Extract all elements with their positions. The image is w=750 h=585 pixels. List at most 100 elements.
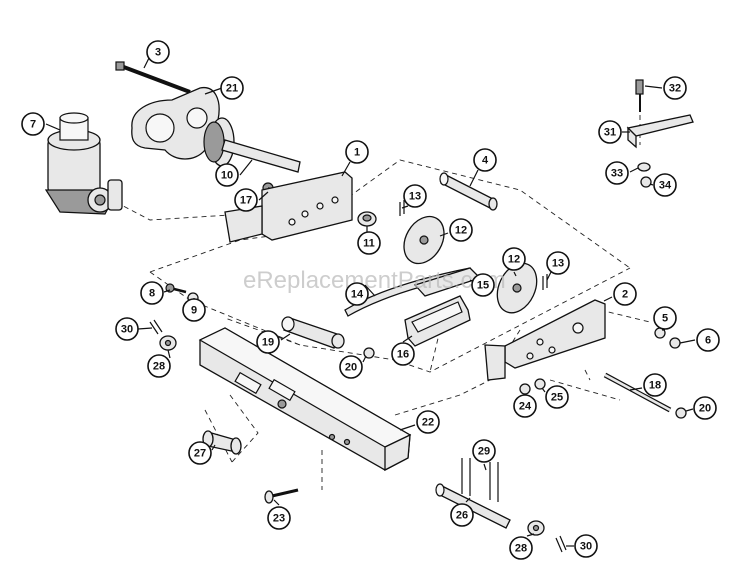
callout-number: 1 xyxy=(354,147,360,159)
callout-circle xyxy=(146,40,170,64)
washer xyxy=(534,378,546,390)
screw xyxy=(165,283,187,294)
callout-circle xyxy=(574,534,598,558)
callout-circle xyxy=(357,231,381,255)
callout-circle xyxy=(509,536,533,560)
main-frame-channel xyxy=(198,327,412,472)
gear-shaft xyxy=(203,117,301,173)
long-bolt xyxy=(115,61,191,94)
callout-number: 29 xyxy=(478,446,490,458)
callout-circle xyxy=(472,439,496,463)
callout-number: 27 xyxy=(194,448,206,460)
callout-number: 13 xyxy=(552,258,564,270)
part-callout-11: 11 xyxy=(357,231,381,255)
callout-circle xyxy=(345,140,369,164)
motor-pump xyxy=(44,112,123,215)
callout-circle xyxy=(473,148,497,172)
callout-circle xyxy=(663,76,687,100)
long-rod xyxy=(603,372,672,413)
callout-circle xyxy=(182,298,206,322)
bushing xyxy=(357,211,377,227)
part-callout-14: 14 xyxy=(345,282,369,306)
part-callout-15: 15 xyxy=(471,273,495,297)
callout-number: 10 xyxy=(221,170,233,182)
part-callout-24: 24 xyxy=(513,394,537,418)
callout-number: 7 xyxy=(30,119,36,131)
callout-circle xyxy=(256,330,280,354)
callout-number: 5 xyxy=(662,313,668,325)
part-callout-12: 12 xyxy=(449,218,473,242)
right-side-bracket xyxy=(484,299,606,381)
callout-circle xyxy=(653,173,677,197)
part-callout-6: 6 xyxy=(696,328,720,352)
callout-number: 16 xyxy=(397,349,409,361)
part-callout-23: 23 xyxy=(267,506,291,530)
callout-circle xyxy=(513,394,537,418)
callout-circle xyxy=(215,163,239,187)
part-callout-13: 13 xyxy=(403,184,427,208)
callout-circle xyxy=(502,247,526,271)
cotter-pin xyxy=(555,535,567,553)
cotter-pin xyxy=(149,319,163,335)
callout-number: 8 xyxy=(149,288,155,300)
part-callout-13: 13 xyxy=(546,251,570,275)
callout-number: 26 xyxy=(456,510,468,522)
gear-housing-cover xyxy=(131,87,220,160)
callout-number: 6 xyxy=(705,335,711,347)
spacer-tube xyxy=(439,172,498,211)
hex-bolt xyxy=(264,488,299,504)
callout-number: 12 xyxy=(455,225,467,237)
callout-circle xyxy=(693,396,717,420)
part-callout-2: 2 xyxy=(613,282,637,306)
callout-number: 2 xyxy=(622,289,628,301)
part-callout-8: 8 xyxy=(140,281,164,305)
callout-number: 25 xyxy=(551,392,563,404)
washer-left xyxy=(159,335,177,351)
part-callout-12: 12 xyxy=(502,247,526,271)
roll-pin xyxy=(542,274,548,290)
pivot-pin xyxy=(202,430,242,455)
part-callout-18: 18 xyxy=(643,373,667,397)
angle-bracket xyxy=(626,79,694,188)
callout-circle xyxy=(188,441,212,465)
callout-circle xyxy=(471,273,495,297)
callout-number: 13 xyxy=(409,191,421,203)
part-callout-33: 33 xyxy=(605,161,629,185)
callout-number: 12 xyxy=(508,254,520,266)
callout-circle xyxy=(267,506,291,530)
part-callout-20: 20 xyxy=(693,396,717,420)
callout-number: 32 xyxy=(669,83,681,95)
part-callout-27: 27 xyxy=(188,441,212,465)
part-callout-4: 4 xyxy=(473,148,497,172)
callout-number: 11 xyxy=(363,238,375,250)
part-callout-29: 29 xyxy=(472,439,496,463)
watermark: eReplacementParts.com xyxy=(243,267,506,294)
part-callout-1: 1 xyxy=(345,140,369,164)
nut xyxy=(363,347,375,359)
callout-circle xyxy=(403,184,427,208)
spring-clip xyxy=(461,458,499,502)
callout-group: 1234567891011121213131415161718192020212… xyxy=(21,40,720,560)
nut xyxy=(675,407,687,419)
part-callout-26: 26 xyxy=(450,503,474,527)
part-callout-16: 16 xyxy=(391,342,415,366)
callout-number: 28 xyxy=(515,543,527,555)
callout-number: 18 xyxy=(649,380,661,392)
callout-circle xyxy=(545,385,569,409)
part-callout-30: 30 xyxy=(574,534,598,558)
callout-circle xyxy=(115,317,139,341)
nut xyxy=(519,383,531,395)
part-callout-20: 20 xyxy=(339,355,363,379)
callout-number: 34 xyxy=(659,180,672,192)
callout-circle xyxy=(653,306,677,330)
part-callout-31: 31 xyxy=(598,120,622,144)
callout-circle xyxy=(21,112,45,136)
callout-number: 23 xyxy=(273,513,285,525)
part-callout-21: 21 xyxy=(220,76,244,100)
friction-disc xyxy=(496,262,538,314)
callout-number: 22 xyxy=(422,417,434,429)
callout-number: 24 xyxy=(519,401,532,413)
callout-number: 20 xyxy=(345,362,357,374)
callout-number: 33 xyxy=(611,168,623,180)
